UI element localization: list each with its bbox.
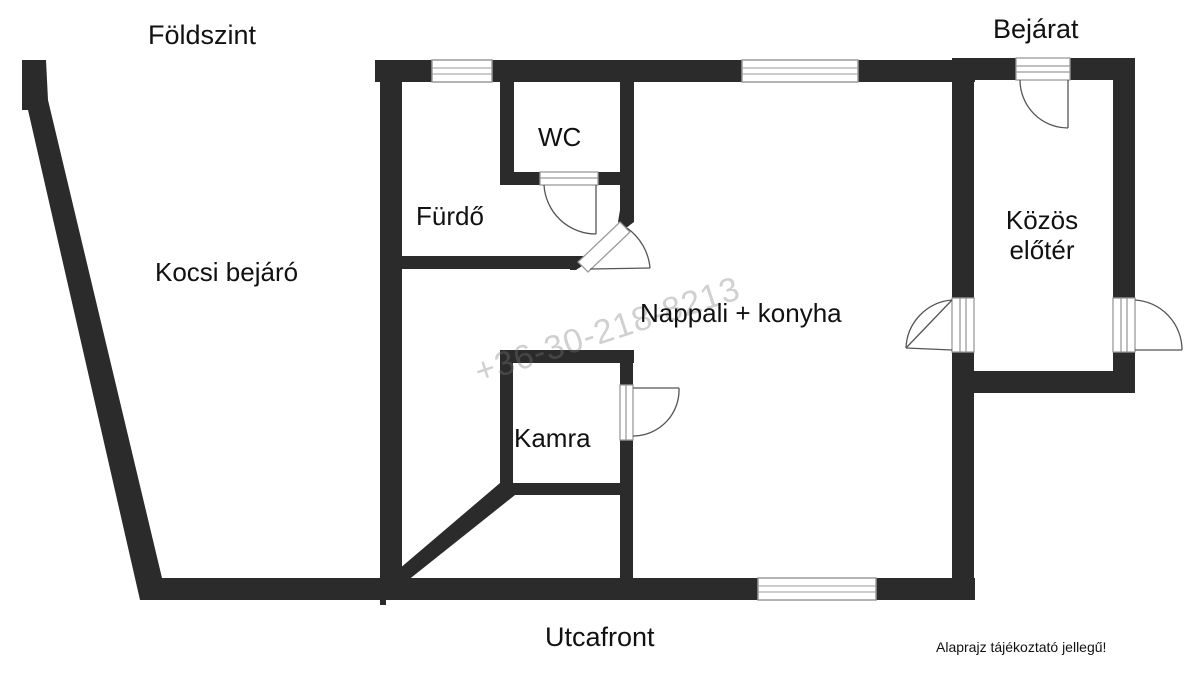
window-bathroom-top [431, 59, 493, 83]
door-hall-right [1112, 297, 1183, 353]
living-kitchen-label: Nappali + konyha [640, 298, 842, 328]
floor-title: Földszint [148, 20, 257, 50]
door-entrance [1015, 57, 1071, 129]
door-pantry [619, 384, 680, 441]
door-hall-living [905, 297, 975, 353]
exterior-walls [375, 58, 1135, 600]
door-bathroom [577, 221, 651, 273]
bathroom-label: Fürdő [416, 201, 484, 231]
entrance-label: Bejárat [993, 14, 1079, 44]
street-front-label: Utcafront [545, 622, 655, 652]
wc-label: WC [538, 122, 582, 152]
window-living-bottom [757, 577, 877, 601]
pantry-label: Kamra [514, 423, 591, 453]
common-hall-label-line1: Közös [1005, 205, 1079, 235]
driveway-boundary-wall [22, 60, 386, 605]
window-living-top [741, 59, 859, 83]
doors [539, 57, 1183, 441]
driveway-label: Kocsi bejáró [155, 257, 299, 287]
common-hall-label-line2: előtér [1009, 234, 1075, 265]
common-hall-label: Közös előtér [990, 205, 1094, 266]
windows [431, 59, 877, 601]
door-wc [539, 171, 599, 235]
disclaimer-note: Alaprajz tájékoztató jellegű! [936, 639, 1107, 655]
